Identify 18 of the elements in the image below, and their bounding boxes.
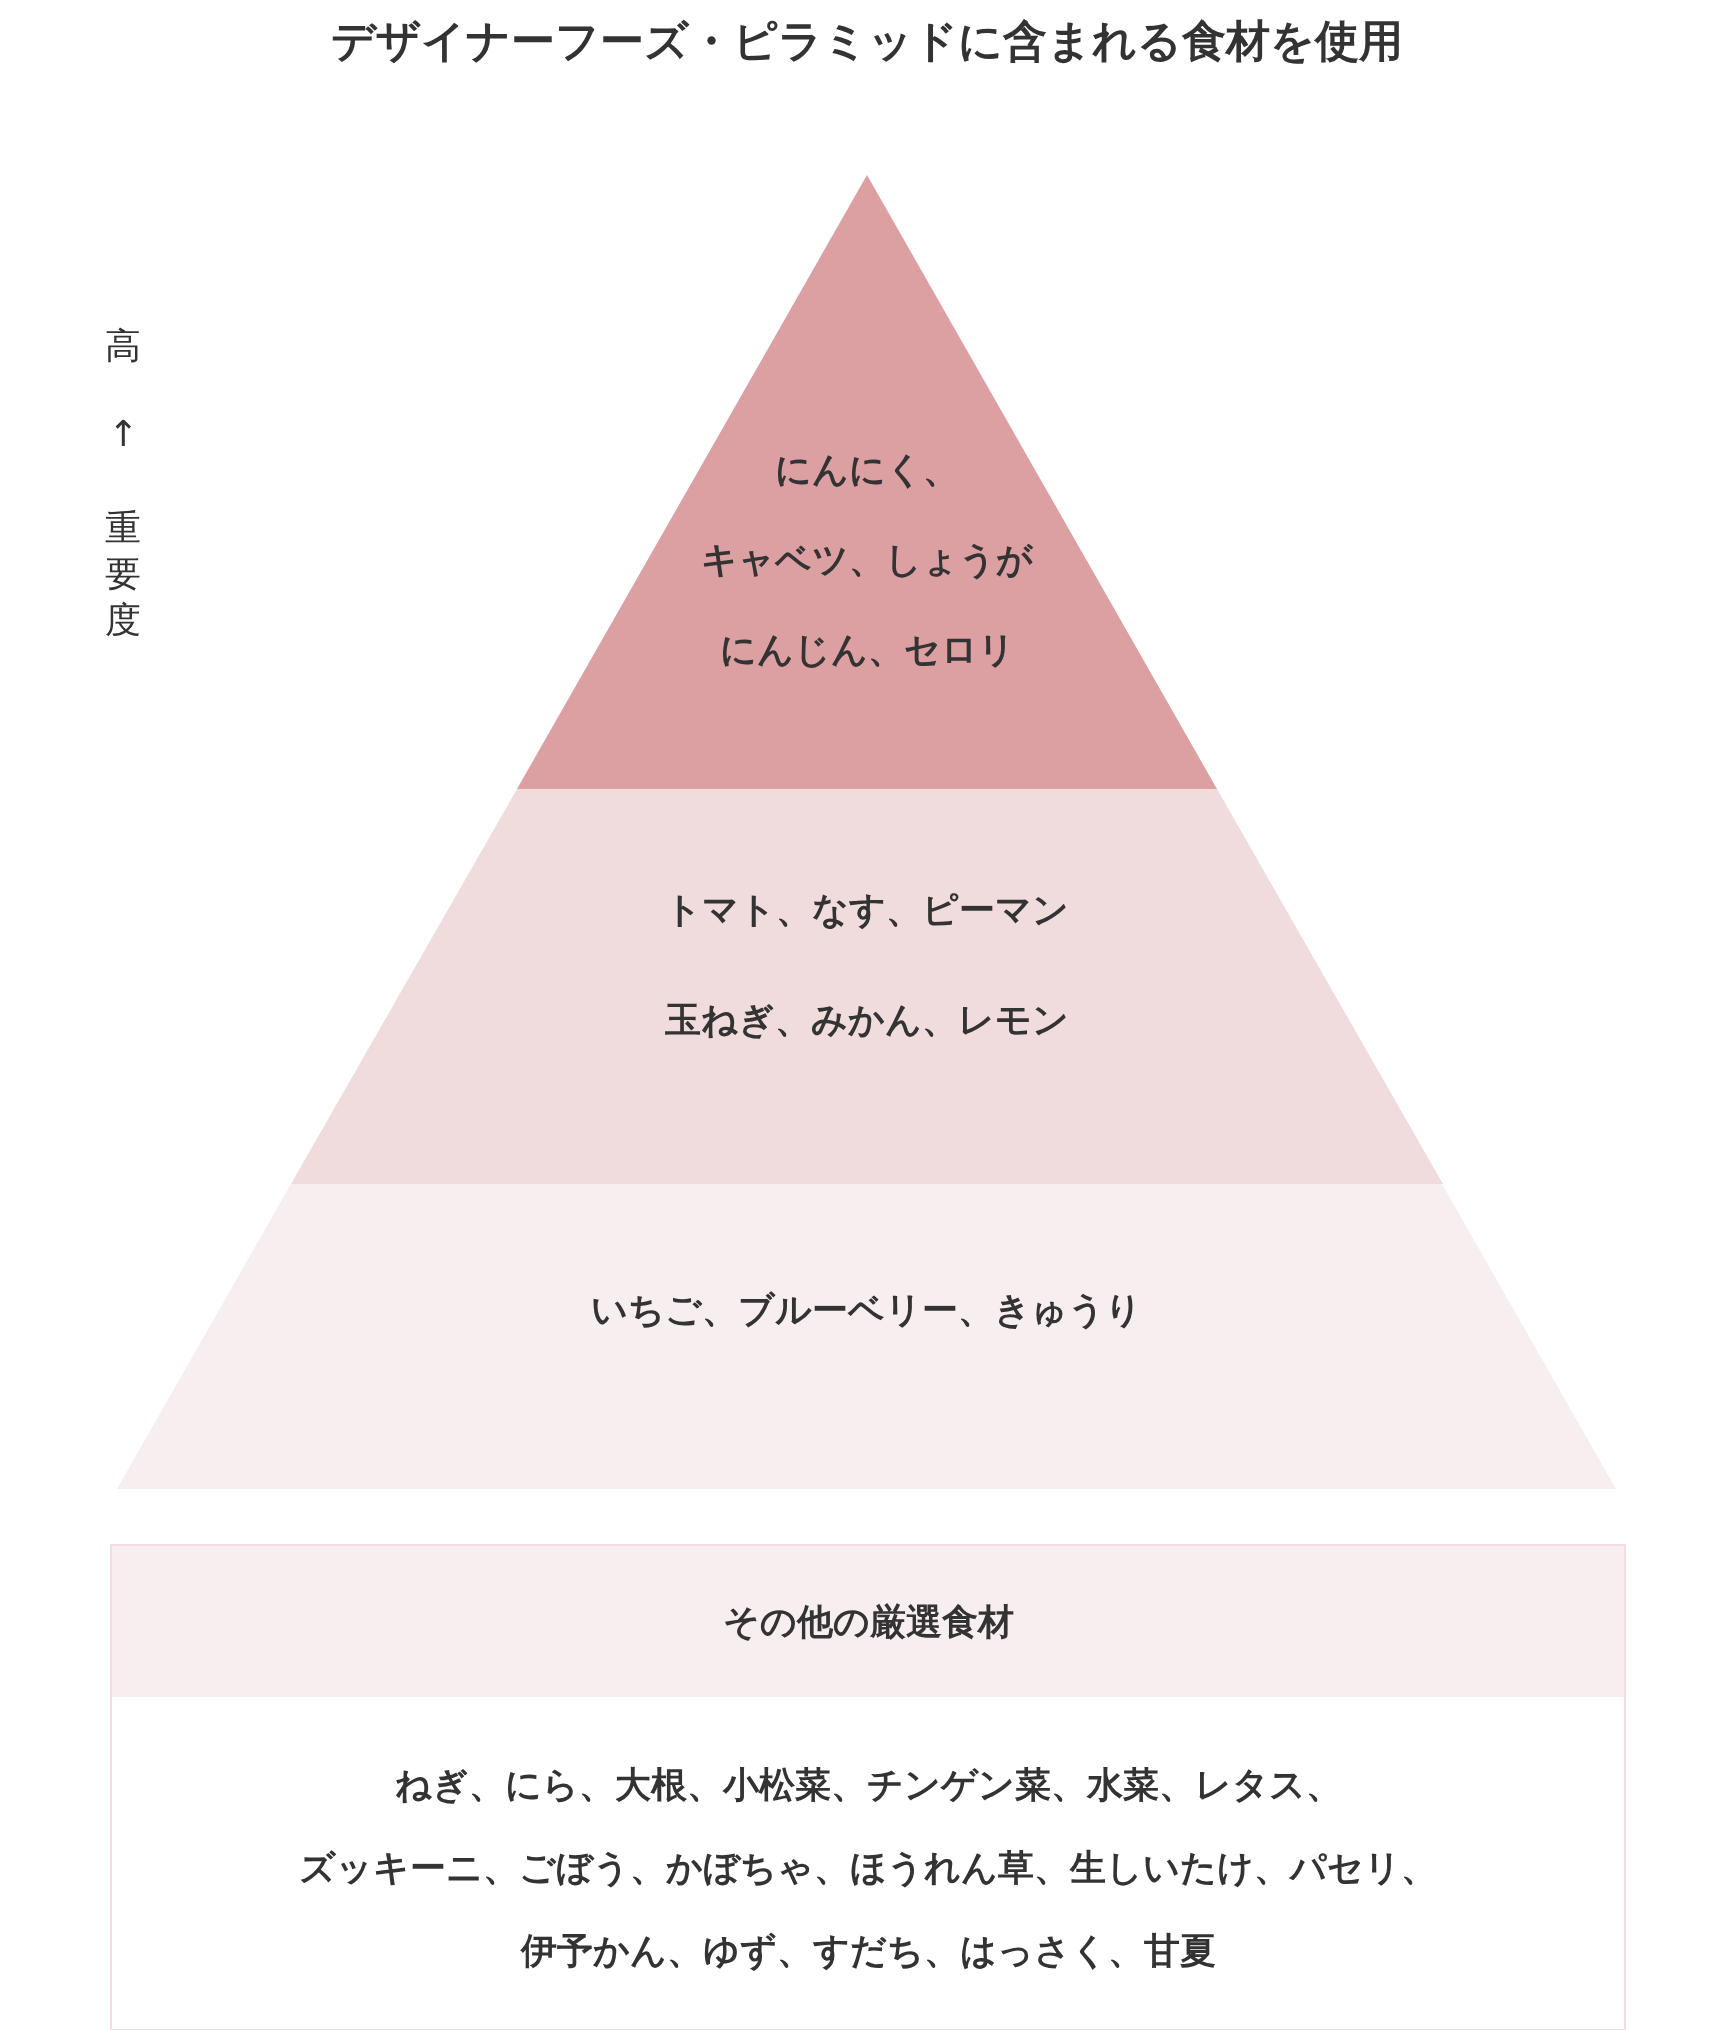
tier-text: にんにく、 xyxy=(774,448,960,492)
tier-text: 玉ねぎ、みかん、レモン xyxy=(664,998,1070,1042)
importance-level-label: 高 xyxy=(104,324,142,368)
tier-text: にんじん、セロリ xyxy=(718,628,1016,672)
tier-text: キャベツ、しょうが xyxy=(700,538,1034,582)
pyramid-top-tier xyxy=(517,175,1217,789)
importance-arrow: ↑ xyxy=(106,412,140,456)
ingredient-list-line: ズッキーニ、ごぼう、かぼちゃ、ほうれん草、生しいたけ、パセリ、 xyxy=(298,1846,1438,1890)
pyramid-middle-tier xyxy=(291,789,1443,1184)
diagram-title: デザイナーフーズ・ピラミッドに含まれる食材を使用 xyxy=(330,14,1404,68)
importance-label: 重要度 xyxy=(104,506,142,642)
ingredient-list-line: 伊予かん、ゆず、すだち、はっさく、甘夏 xyxy=(519,1929,1217,1973)
tier-text: いちご、ブルーベリー、きゅうり xyxy=(590,1288,1143,1332)
info-panel xyxy=(110,1544,1626,2030)
ingredient-list-line: ねぎ、にら、大根、小松菜、チンゲン菜、水菜、レタス、 xyxy=(393,1763,1343,1807)
panel-heading: その他の厳選食材 xyxy=(721,1600,1015,1644)
tier-text: トマト、なす、ピーマン xyxy=(664,888,1070,932)
pyramid-bottom-tier xyxy=(117,1184,1616,1489)
